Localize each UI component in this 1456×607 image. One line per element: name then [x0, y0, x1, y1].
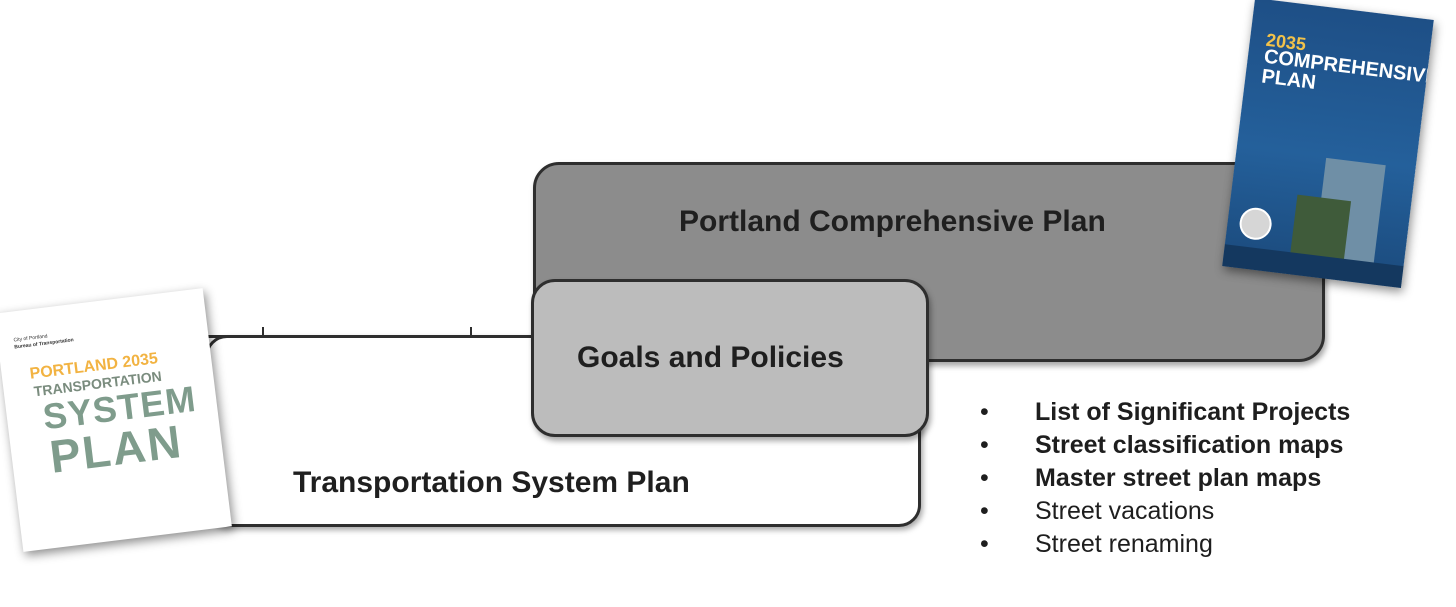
tick-mark — [262, 327, 264, 335]
comprehensive-plan-label: Portland Comprehensive Plan — [679, 205, 1106, 238]
tick-mark — [470, 327, 472, 335]
bullet-text: Master street plan maps — [1035, 464, 1322, 492]
city-seal-icon — [1237, 205, 1274, 242]
goals-and-policies-box: Goals and Policies — [531, 279, 929, 437]
bullet-text: List of Significant Projects — [1035, 398, 1351, 426]
bullet-icon: • — [980, 530, 989, 558]
tsp-cover-image: City of Portland Bureau of Transportatio… — [0, 288, 232, 552]
bullet-text: Street vacations — [1035, 497, 1215, 525]
tsp-top-line — [205, 335, 535, 338]
bullet-text: Street classification maps — [1035, 431, 1344, 459]
bullet-icon: • — [980, 431, 989, 459]
transportation-system-plan-label: Transportation System Plan — [293, 466, 690, 499]
comprehensive-plan-box: Portland Comprehensive Plan — [533, 162, 1325, 362]
bullet-icon: • — [980, 398, 989, 426]
goals-and-policies-label: Goals and Policies — [577, 341, 844, 374]
bullet-text: Street renaming — [1035, 530, 1213, 558]
comprehensive-plan-cover-image: 2035 COMPREHENSIVE PLAN — [1222, 0, 1434, 288]
bullet-icon: • — [980, 464, 989, 492]
bullet-icon: • — [980, 497, 989, 525]
